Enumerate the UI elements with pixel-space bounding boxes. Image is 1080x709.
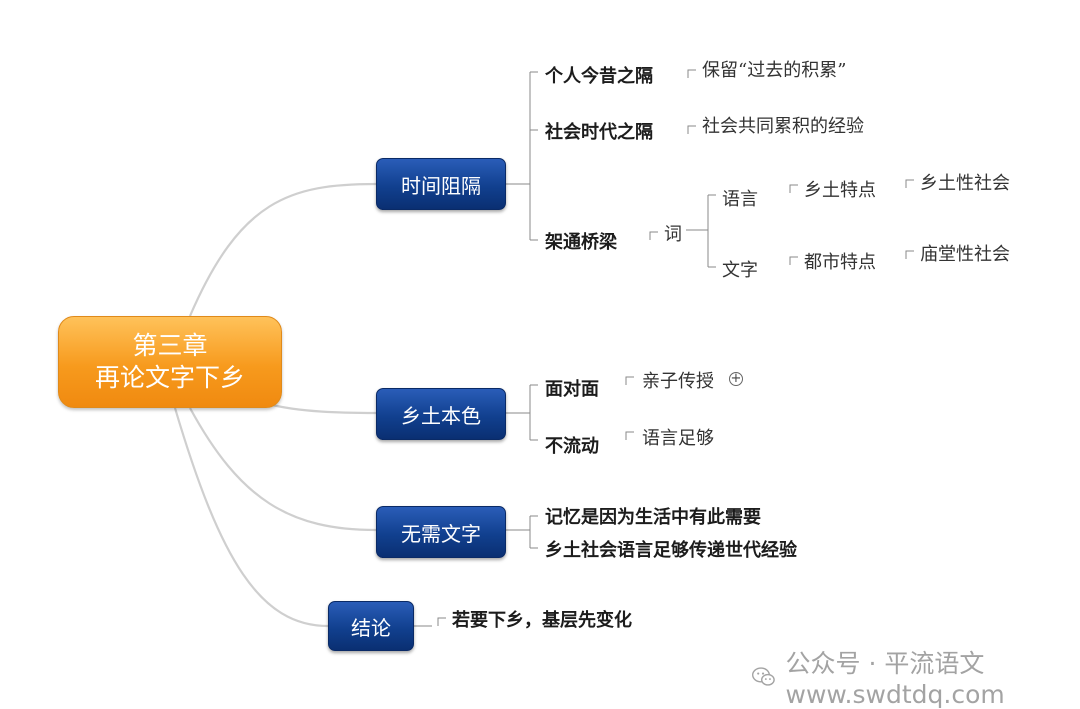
leaf-urban-trait[interactable]: 都市特点 [804, 248, 876, 274]
bracket-social [688, 126, 696, 134]
leaf-word[interactable]: 词 [664, 220, 682, 246]
watermark: 公众号 · 平流语文 www.swdtdq.com [752, 644, 1080, 709]
bracket-conclusion [414, 618, 446, 626]
leaf-rural-society[interactable]: 乡土性社会 [920, 169, 1010, 195]
bracket-personal [688, 70, 696, 78]
curve-root-to-nowriting [190, 408, 376, 530]
bracket-bridge [650, 232, 658, 240]
branch-rural-nature[interactable]: 乡土本色 [376, 388, 506, 440]
leaf-language[interactable]: 语言 [722, 185, 758, 211]
bracket-writ-trait [790, 257, 798, 265]
watermark-text: 公众号 · 平流语文 www.swdtdq.com [786, 644, 1080, 709]
leaf-language-enough[interactable]: 语言足够 [642, 424, 714, 450]
sub-personal-gap[interactable]: 个人今昔之隔 [545, 62, 653, 88]
root-node[interactable]: 第三章 再论文字下乡 [58, 316, 282, 408]
wechat-icon [752, 662, 776, 692]
sub-memory-need[interactable]: 记忆是因为生活中有此需要 [545, 503, 761, 529]
leaf-social-gap[interactable]: 社会共同累积的经验 [702, 112, 864, 138]
bracket-time [506, 72, 538, 240]
expand-plus-icon[interactable]: + [729, 372, 743, 386]
curve-root-to-conclusion [175, 408, 328, 626]
sub-language-pass-experience[interactable]: 乡土社会语言足够传递世代经验 [545, 536, 797, 562]
root-title-line2: 再论文字下乡 [59, 362, 281, 394]
sub-not-mobile[interactable]: 不流动 [545, 432, 599, 458]
branch-conclusion[interactable]: 结论 [328, 601, 414, 651]
bracket-writ-society [906, 251, 914, 259]
branch-no-writing[interactable]: 无需文字 [376, 506, 506, 558]
curve-root-to-time [190, 184, 376, 316]
branch-time-barrier[interactable]: 时间阻隔 [376, 158, 506, 210]
sub-conclusion-text[interactable]: 若要下乡，基层先变化 [452, 606, 632, 632]
bracket-rural [506, 385, 538, 440]
root-title-line1: 第三章 [59, 330, 281, 362]
bracket-face [626, 377, 634, 385]
bracket-lang-society [906, 180, 914, 188]
leaf-parent-teaching[interactable]: 亲子传授 [642, 367, 714, 393]
bracket-word [686, 195, 716, 267]
sub-face-to-face[interactable]: 面对面 [545, 375, 599, 401]
bracket-still [626, 432, 634, 440]
leaf-rural-trait[interactable]: 乡土特点 [804, 176, 876, 202]
sub-build-bridge[interactable]: 架通桥梁 [545, 228, 617, 254]
sub-social-gap[interactable]: 社会时代之隔 [545, 118, 653, 144]
bracket-lang-trait [790, 185, 798, 193]
leaf-personal-gap[interactable]: 保留“过去的积累” [702, 56, 846, 82]
curve-root-to-rural [268, 404, 376, 413]
bracket-nowriting [506, 516, 538, 548]
leaf-writing[interactable]: 文字 [722, 256, 758, 282]
leaf-court-society[interactable]: 庙堂性社会 [920, 240, 1010, 266]
